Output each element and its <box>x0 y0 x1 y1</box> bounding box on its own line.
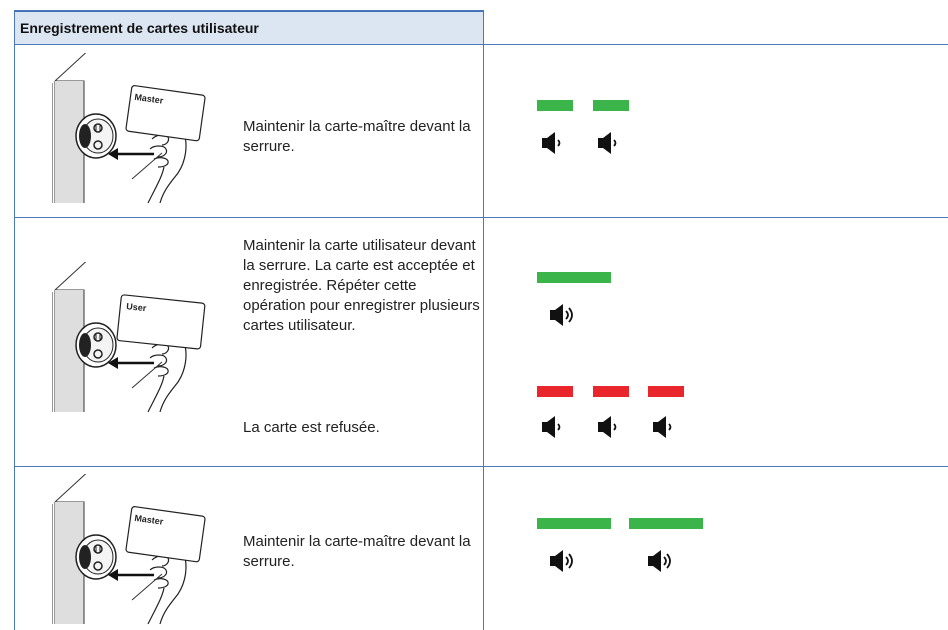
short-beep-speaker-icon <box>598 416 617 438</box>
left-border <box>14 10 15 630</box>
long-beep-speaker-icon <box>550 550 573 572</box>
row-divider-3 <box>14 466 948 467</box>
green-led-long <box>537 518 611 529</box>
short-beep-speaker-icon <box>598 132 617 154</box>
card-label: Master <box>134 92 165 106</box>
card-label: Master <box>134 513 165 527</box>
short-beep-speaker-icon <box>542 416 561 438</box>
long-beep-speaker-icon <box>550 304 573 326</box>
row-3-instruction: Maintenir la carte-maître devant la serr… <box>243 533 471 570</box>
header-top-border <box>14 10 483 11</box>
green-led-short <box>537 100 573 111</box>
red-led-short <box>593 386 629 397</box>
table-header-cell <box>14 11 483 44</box>
column-divider <box>483 10 484 630</box>
short-beep-speaker-icon <box>653 416 672 438</box>
short-beep-speaker-icon <box>542 132 561 154</box>
row-2-instruction: Maintenir la carte utilisateur devant la… <box>243 237 480 334</box>
table-title: Enregistrement de cartes utilisateur <box>20 20 259 36</box>
lock-master-card-illustration: Master <box>52 53 206 205</box>
green-led-long <box>629 518 703 529</box>
row-1-instruction: Maintenir la carte-maître devant la serr… <box>243 118 471 155</box>
card-label: User <box>126 301 147 313</box>
red-led-short <box>648 386 684 397</box>
long-beep-speaker-icon <box>648 550 671 572</box>
red-led-short <box>537 386 573 397</box>
lock-master-card-illustration: Master <box>52 474 206 626</box>
row-divider-1 <box>14 44 948 45</box>
row-2-reject-text: La carte est refusée. <box>243 419 380 436</box>
green-led-short <box>593 100 629 111</box>
row-divider-2 <box>14 217 948 218</box>
green-led-long <box>537 272 611 283</box>
lock-user-card-illustration: User <box>52 262 206 414</box>
